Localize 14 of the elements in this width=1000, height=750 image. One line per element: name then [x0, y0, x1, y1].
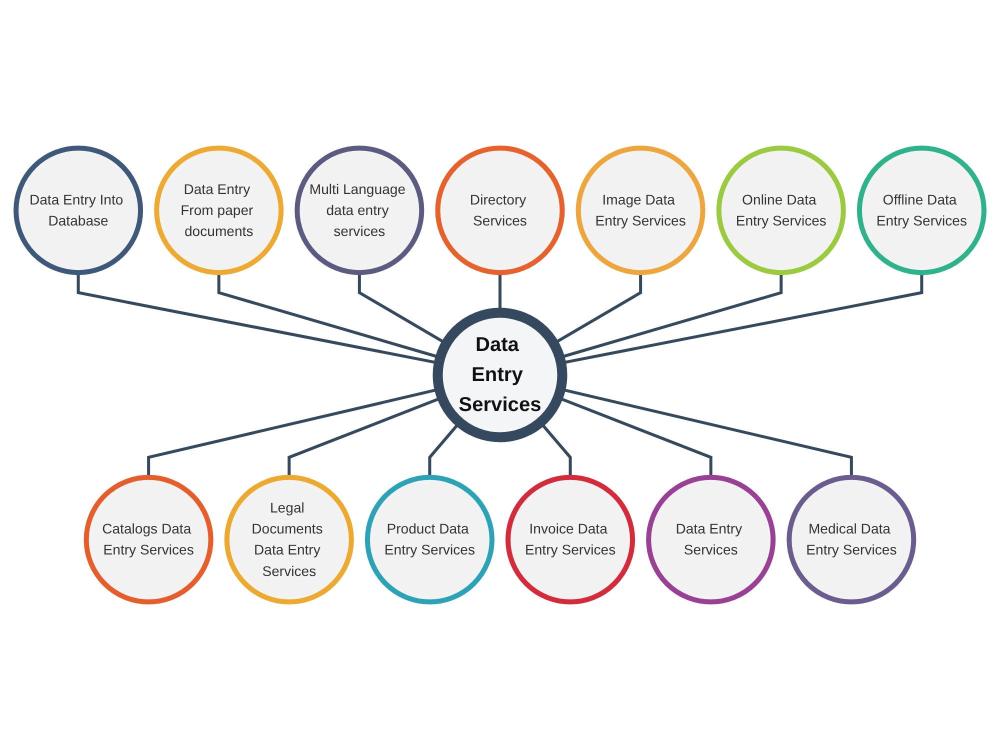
node-circle: Product Data Entry Services [364, 474, 494, 604]
node-circle: Medical Data Entry Services [786, 474, 916, 604]
node-circle: Multi Language data entry services [294, 146, 424, 276]
node-circle: Directory Services [435, 146, 565, 276]
node-circle: Online Data Entry Services [716, 146, 846, 276]
node-circle: Offline Data Entry Services [856, 146, 986, 276]
node-circle: Catalogs Data Entry Services [84, 474, 214, 604]
node-circle: Image Data Entry Services [576, 146, 706, 276]
node-circle: Legal Documents Data Entry Services [224, 474, 354, 604]
node-circle: Data Entry From paper documents [154, 146, 284, 276]
node-circle: Data Entry Into Database [14, 146, 144, 276]
node-circle: Invoice Data Entry Services [506, 474, 636, 604]
node-circle: Data Entry Services [646, 474, 776, 604]
node-circle: Data Entry Services [432, 308, 568, 442]
